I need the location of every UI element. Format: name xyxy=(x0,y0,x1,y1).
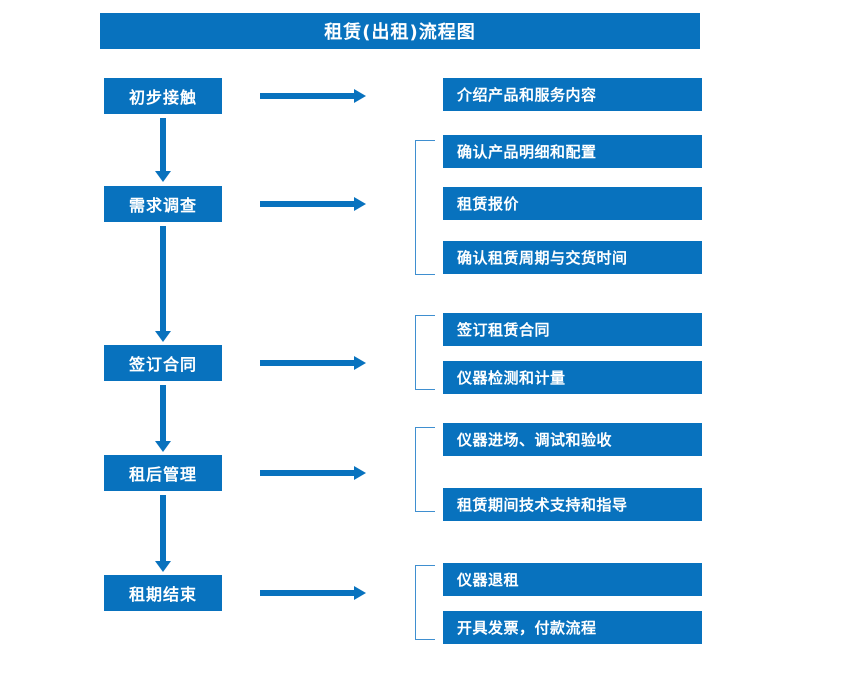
detail-box-6[interactable]: 仪器检测和计量 xyxy=(443,361,702,394)
down-arrow-icon-4 xyxy=(155,495,171,572)
diagram-title: 租赁(出租)流程图 xyxy=(100,13,700,49)
group-bracket-5 xyxy=(415,565,435,640)
stage-box-1[interactable]: 初步接触 xyxy=(104,78,222,114)
right-arrow-icon-4 xyxy=(260,466,366,480)
group-bracket-2 xyxy=(415,140,435,275)
right-arrow-icon-5 xyxy=(260,586,366,600)
stage-box-2[interactable]: 需求调查 xyxy=(104,186,222,222)
down-arrow-icon-3 xyxy=(155,385,171,452)
detail-box-2[interactable]: 确认产品明细和配置 xyxy=(443,135,702,168)
detail-box-5[interactable]: 签订租赁合同 xyxy=(443,313,702,346)
group-bracket-3 xyxy=(415,315,435,390)
stage-box-4[interactable]: 租后管理 xyxy=(104,455,222,491)
detail-box-10[interactable]: 开具发票，付款流程 xyxy=(443,611,702,644)
right-arrow-icon-2 xyxy=(260,197,366,211)
right-arrow-icon-1 xyxy=(260,89,366,103)
detail-box-7[interactable]: 仪器进场、调试和验收 xyxy=(443,423,702,456)
detail-box-9[interactable]: 仪器退租 xyxy=(443,563,702,596)
detail-box-8[interactable]: 租赁期间技术支持和指导 xyxy=(443,488,702,521)
detail-box-1[interactable]: 介绍产品和服务内容 xyxy=(443,78,702,111)
detail-box-4[interactable]: 确认租赁周期与交货时间 xyxy=(443,241,702,274)
down-arrow-icon-2 xyxy=(155,226,171,342)
stage-box-3[interactable]: 签订合同 xyxy=(104,345,222,381)
stage-box-5[interactable]: 租期结束 xyxy=(104,575,222,611)
right-arrow-icon-3 xyxy=(260,356,366,370)
detail-box-3[interactable]: 租赁报价 xyxy=(443,187,702,220)
group-bracket-4 xyxy=(415,427,435,512)
down-arrow-icon-1 xyxy=(155,118,171,182)
